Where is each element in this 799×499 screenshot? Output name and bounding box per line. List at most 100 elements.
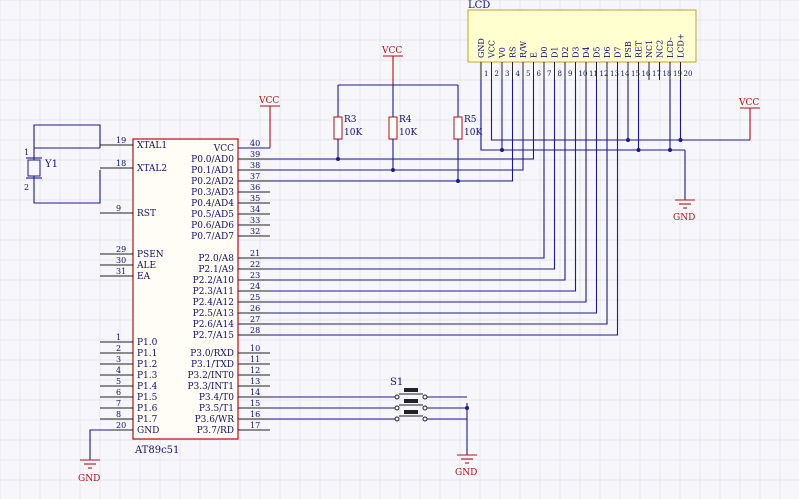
mcu-pin-number: 32 bbox=[250, 227, 260, 236]
switch-button bbox=[404, 410, 418, 414]
mcu-pin-number: 9 bbox=[116, 204, 121, 213]
mcu-pin-label: P1.3 bbox=[137, 371, 158, 381]
lcd-pin-label: D1 bbox=[551, 46, 560, 58]
lcd-pin-label: LCD+ bbox=[677, 33, 686, 58]
vcc-symbol-mcu: VCC bbox=[238, 96, 280, 149]
crystal-pin2: 2 bbox=[24, 183, 29, 192]
wire bbox=[480, 80, 685, 151]
vcc-symbol-lcd: VCC bbox=[738, 98, 760, 140]
mcu-pin-label: GND bbox=[137, 426, 159, 436]
mcu-pin-label: P3.3/INT1 bbox=[187, 382, 234, 392]
mcu-pin-number: 37 bbox=[250, 172, 260, 181]
lcd-pin-number: 4 bbox=[516, 70, 521, 78]
mcu-pin-label: P1.5 bbox=[137, 393, 158, 403]
mcu-pin-number: 33 bbox=[250, 216, 260, 225]
mcu-pin-number: 1 bbox=[116, 333, 121, 342]
mcu-pin-label: P0.7/AD7 bbox=[191, 232, 234, 242]
lcd-pin-number: 8 bbox=[558, 70, 562, 78]
lcd-pin-number: 14 bbox=[621, 70, 630, 78]
switch-contact bbox=[422, 394, 428, 400]
r4-value: 10K bbox=[399, 128, 417, 138]
switch-contact bbox=[394, 394, 400, 400]
wire bbox=[270, 80, 587, 303]
junction-dot bbox=[500, 148, 504, 152]
lcd-pin-number: 15 bbox=[631, 70, 640, 78]
junction-dot bbox=[391, 168, 395, 172]
lcd-pin-label: RET bbox=[635, 40, 644, 58]
switch-button bbox=[404, 388, 418, 392]
mcu-at89c51: 19XTAL118XTAL29RST29PSEN30ALE31EA1P1.02P… bbox=[100, 136, 270, 456]
lcd-pin-number: 1 bbox=[484, 70, 488, 78]
wire bbox=[270, 80, 524, 171]
switch-contact bbox=[422, 405, 428, 411]
lcd-pin-label: RS bbox=[509, 46, 518, 58]
lcd-label: LCD bbox=[468, 0, 490, 11]
mcu-pin-label: P0.3/AD3 bbox=[191, 188, 234, 198]
mcu-pin-number: 5 bbox=[116, 377, 121, 386]
lcd-pin-label: V0 bbox=[498, 47, 507, 59]
lcd-pin-label: D5 bbox=[593, 46, 602, 58]
lcd-pin-number: 2 bbox=[495, 70, 499, 78]
gnd-symbol-switch: GND bbox=[455, 403, 477, 478]
mcu-pin-number: 25 bbox=[250, 293, 260, 302]
mcu-pin-number: 31 bbox=[116, 267, 126, 276]
mcu-pin-number: 3 bbox=[116, 355, 121, 364]
mcu-pin-label: P2.2/A10 bbox=[193, 276, 235, 286]
mcu-pin-label: RST bbox=[137, 209, 156, 219]
lcd-pin-number: 3 bbox=[505, 70, 509, 78]
crystal-y1: Y1 1 2 bbox=[24, 124, 101, 204]
lcd-pin-label: D0 bbox=[540, 46, 549, 58]
mcu-pin-label: VCC bbox=[213, 144, 234, 154]
mcu-pin-label: P3.6/WR bbox=[195, 415, 235, 425]
mcu-pin-number: 7 bbox=[116, 399, 121, 408]
r4-ref: R4 bbox=[399, 115, 412, 125]
wire bbox=[490, 80, 750, 141]
lcd-pin-label: VCC bbox=[488, 40, 497, 59]
mcu-pin-label: P1.1 bbox=[137, 349, 157, 359]
lcd-pin-label: NC2 bbox=[656, 40, 665, 58]
lcd-pin-number: 6 bbox=[537, 70, 542, 78]
wire bbox=[270, 80, 577, 292]
mcu-pin-number: 40 bbox=[250, 139, 260, 148]
junction-dot bbox=[636, 148, 641, 152]
lcd-pin-label: LCD- bbox=[666, 37, 675, 58]
mcu-pin-number: 23 bbox=[250, 271, 260, 280]
wire bbox=[270, 80, 556, 270]
wire bbox=[270, 80, 608, 325]
lcd-pin-label: D6 bbox=[603, 46, 612, 58]
switch-ref: S1 bbox=[390, 377, 403, 388]
r5-ref: R5 bbox=[464, 115, 477, 125]
mcu-pin-label: XTAL1 bbox=[137, 141, 167, 151]
junction-dot bbox=[336, 157, 340, 161]
junction-dot bbox=[456, 179, 460, 183]
mcu-pin-number: 6 bbox=[116, 388, 121, 397]
mcu-pin-label: P2.3/A11 bbox=[193, 287, 234, 297]
switch-s1: S1 bbox=[390, 377, 428, 422]
mcu-pin-number: 28 bbox=[250, 326, 260, 335]
lcd-pin-number: 19 bbox=[673, 70, 682, 78]
vcc-label-lcd: VCC bbox=[738, 98, 759, 108]
mcu-pin-number: 27 bbox=[250, 315, 260, 324]
mcu-pin-label: P2.6/A14 bbox=[193, 320, 235, 330]
lcd-pin-label: D2 bbox=[561, 46, 570, 58]
lcd-pins: 1GND2VCC3V04RS5R/W6E7D08D19D210D311D412D… bbox=[477, 33, 692, 80]
lcd-pin-number: 18 bbox=[663, 70, 672, 78]
lcd-pin-number: 11 bbox=[589, 70, 598, 78]
wire bbox=[270, 80, 535, 160]
mcu-pin-number: 35 bbox=[250, 194, 260, 203]
mcu-pin-number: 8 bbox=[116, 410, 121, 419]
mcu-pin-label: P1.4 bbox=[137, 382, 158, 392]
mcu-pin-label: P2.0/A8 bbox=[198, 254, 234, 264]
mcu-pin-number: 18 bbox=[116, 159, 126, 168]
mcu-pin-label: P2.1/A9 bbox=[198, 265, 234, 275]
mcu-pin-number: 10 bbox=[250, 344, 260, 353]
mcu-pin-label: P3.7/RD bbox=[197, 426, 234, 436]
wire bbox=[270, 80, 545, 259]
mcu-pin-label: P3.2/INT0 bbox=[187, 371, 234, 381]
mcu-pin-number: 24 bbox=[250, 282, 260, 291]
lcd-pin-label: R/W bbox=[519, 40, 528, 58]
mcu-pin-label: P1.2 bbox=[137, 360, 157, 370]
junction-dot bbox=[465, 406, 469, 410]
mcu-pin-label: P3.0/RXD bbox=[190, 349, 234, 359]
